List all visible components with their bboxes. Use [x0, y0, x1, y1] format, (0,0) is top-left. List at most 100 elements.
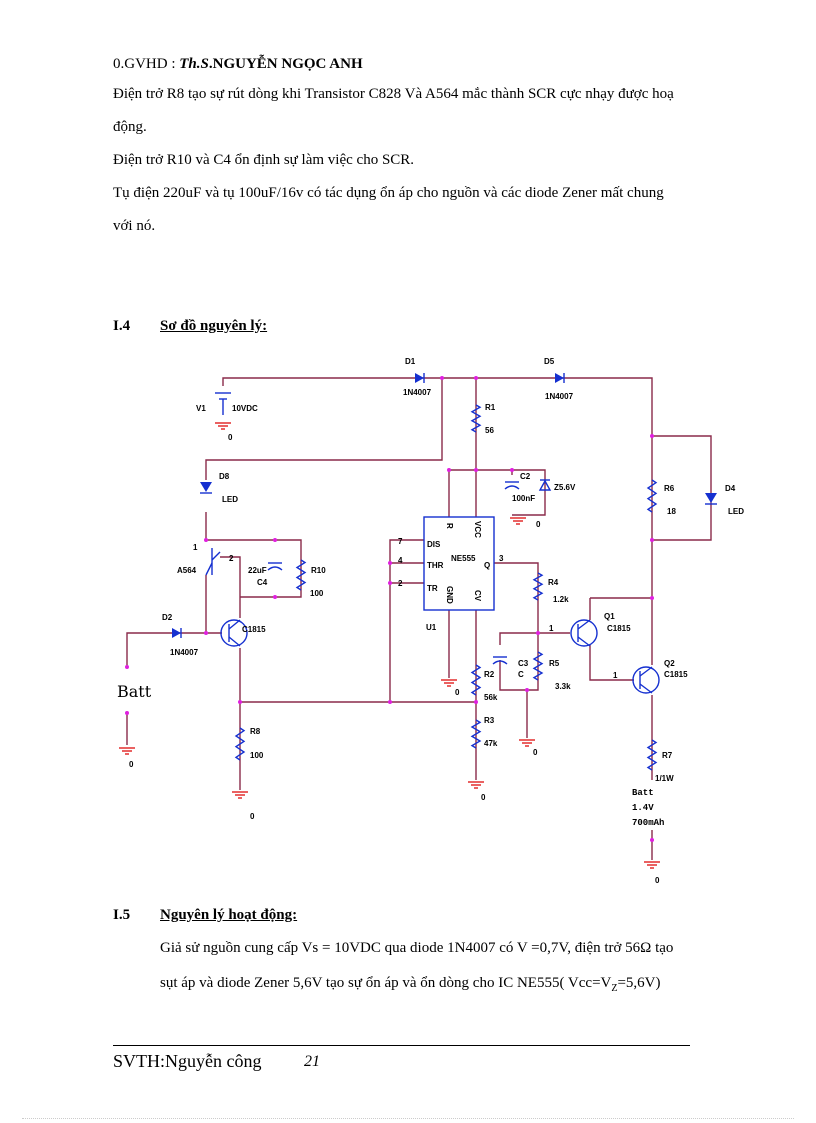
junction-dot	[273, 595, 277, 599]
label-r8: R8	[250, 727, 261, 736]
label: 0	[228, 433, 233, 442]
resistor-r1	[470, 404, 482, 433]
label-d8: D8	[219, 472, 230, 481]
header-prefix: 0.GVHD :	[113, 56, 180, 72]
capacitor-c2	[504, 481, 520, 490]
label: 1	[613, 671, 618, 680]
label: LED	[222, 495, 238, 504]
label: 0	[533, 748, 538, 757]
label-q1: Q1	[604, 612, 615, 621]
battery-v1	[215, 392, 231, 415]
body-text: =5,6V)	[617, 975, 661, 991]
label: 100	[250, 751, 264, 760]
section-title: Nguyên lý hoạt động:	[160, 907, 298, 923]
label-pin-vcc: VCC	[473, 521, 482, 538]
label-a564: A564	[177, 566, 197, 575]
junction-dot	[238, 700, 242, 704]
label: 0	[536, 520, 541, 529]
capacitor-c3	[492, 656, 508, 665]
label: 56k	[484, 693, 498, 702]
resistor-r10	[295, 559, 307, 591]
intro-line: với nó.	[113, 218, 156, 234]
transistor-a564	[205, 548, 221, 576]
label-c3: C3	[518, 659, 529, 668]
subscript: Z	[611, 983, 618, 994]
label: 0	[250, 812, 255, 821]
label-q-left: C1815	[242, 625, 266, 634]
ne555-ic	[423, 516, 495, 611]
section-title: Sơ đồ nguyên lý:	[160, 318, 268, 334]
label-v1: V1	[196, 404, 206, 413]
label-r5: R5	[549, 659, 560, 668]
label-d4: D4	[725, 484, 736, 493]
label: 3.3k	[555, 682, 571, 691]
label-r6: R6	[664, 484, 675, 493]
junction-dot	[510, 468, 514, 472]
label: 22uF	[248, 566, 267, 575]
section-number: I.4	[113, 318, 131, 334]
footer-rule	[113, 1045, 690, 1046]
transistor-q2	[632, 666, 660, 694]
junction-dot	[204, 631, 208, 635]
page-edge	[22, 1118, 794, 1119]
label: 0	[481, 793, 486, 802]
resistor-r2	[470, 664, 482, 696]
label: 3	[499, 554, 504, 563]
label: 1.2k	[553, 595, 569, 604]
diode-d5	[555, 373, 565, 383]
label-batt-left: Batt	[117, 682, 152, 701]
junction-dot	[388, 561, 392, 565]
intro-line: Điện trở R8 tạo sự rút dòng khi Transist…	[113, 86, 674, 102]
label-r1: R1	[485, 403, 496, 412]
led-d8	[200, 482, 212, 494]
label-d5: D5	[544, 357, 555, 366]
label-pin: THR	[427, 561, 444, 570]
intro-line: Tụ điện 220uF và tụ 100uF/16v có tác dụn…	[113, 185, 664, 201]
junction-dot	[650, 596, 654, 600]
intro-line: Điện trở R10 và C4 ổn định sự làm việc c…	[113, 152, 415, 168]
label: 10VDC	[232, 404, 258, 413]
label-pin-r: R	[445, 523, 454, 529]
resistor-r6	[646, 479, 658, 513]
footer-author: SVTH:Nguyễn công	[113, 1051, 262, 1071]
diode-d1	[415, 373, 425, 383]
resistor-r3	[470, 719, 482, 749]
label: 7	[398, 537, 403, 546]
junction-dot	[650, 838, 654, 842]
zener-diode	[538, 479, 552, 491]
junction-dot	[474, 468, 478, 472]
resistor-r8	[234, 727, 246, 761]
label: 0	[129, 760, 134, 769]
label: 2	[398, 579, 403, 588]
label-u1: U1	[426, 623, 437, 632]
junction-dot	[125, 711, 129, 715]
label-pin: Q	[484, 561, 490, 570]
page-number: 21	[304, 1053, 320, 1070]
label-batt-right: Batt	[632, 788, 654, 798]
junction-dot	[650, 434, 654, 438]
labels: D1 1N4007 D5 1N4007 V1 10VDC 0 R1 56 D8 …	[117, 357, 744, 885]
label: 47k	[484, 739, 498, 748]
label: 1N4007	[403, 388, 432, 397]
wires	[126, 377, 712, 860]
label-pin-cv: CV	[473, 590, 482, 602]
label: 100	[310, 589, 324, 598]
label-r3: R3	[484, 716, 495, 725]
junction-dot	[650, 538, 654, 542]
transistor-c1815-left	[220, 619, 248, 647]
label-c4: C4	[257, 578, 268, 587]
label-r4: R4	[548, 578, 559, 587]
capacitor-c4	[267, 562, 283, 571]
label-r7: R7	[662, 751, 673, 760]
resistor-r7	[646, 739, 658, 771]
intro-line: động.	[113, 119, 147, 135]
label-ic: NE555	[451, 554, 476, 563]
body-text: sụt áp và diode Zener 5,6V tạo sự ổn áp …	[160, 975, 612, 991]
label: 18	[667, 507, 676, 516]
junction-dot	[388, 581, 392, 585]
label: C1815	[664, 670, 688, 679]
junction-dot	[474, 700, 478, 704]
junction-dot	[525, 688, 529, 692]
label-r2: R2	[484, 670, 495, 679]
